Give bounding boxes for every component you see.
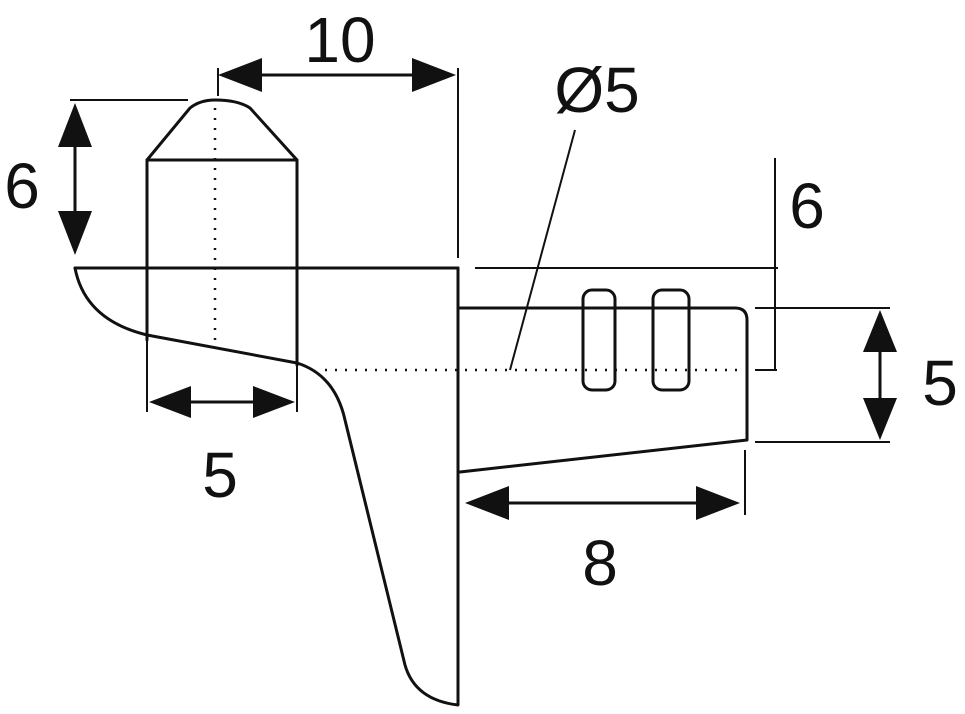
dimension-label: 6 bbox=[789, 170, 825, 242]
dimension-8: 8 bbox=[465, 450, 746, 599]
dimension-5-peg: 5 bbox=[146, 340, 298, 511]
dimension-6-right: 6 bbox=[475, 158, 890, 371]
dimension-diameter: Ø5 bbox=[509, 54, 640, 371]
dimension-label: Ø5 bbox=[554, 54, 639, 126]
dimension-5-pin: 5 bbox=[755, 310, 958, 443]
bracket-body-outline bbox=[73, 266, 460, 707]
pin-ring-2 bbox=[651, 288, 691, 392]
pin-ring-1 bbox=[581, 288, 617, 392]
dimension-10: 10 bbox=[217, 4, 459, 258]
dimension-label: 10 bbox=[304, 4, 375, 76]
dimension-label: 5 bbox=[922, 347, 958, 419]
dimension-label: 5 bbox=[202, 439, 238, 511]
dimension-label: 6 bbox=[4, 150, 40, 222]
dimension-label: 8 bbox=[582, 527, 618, 599]
dimension-6-left: 6 bbox=[4, 99, 188, 255]
top-peg-outline bbox=[145, 98, 299, 367]
pin-outline bbox=[458, 306, 749, 474]
